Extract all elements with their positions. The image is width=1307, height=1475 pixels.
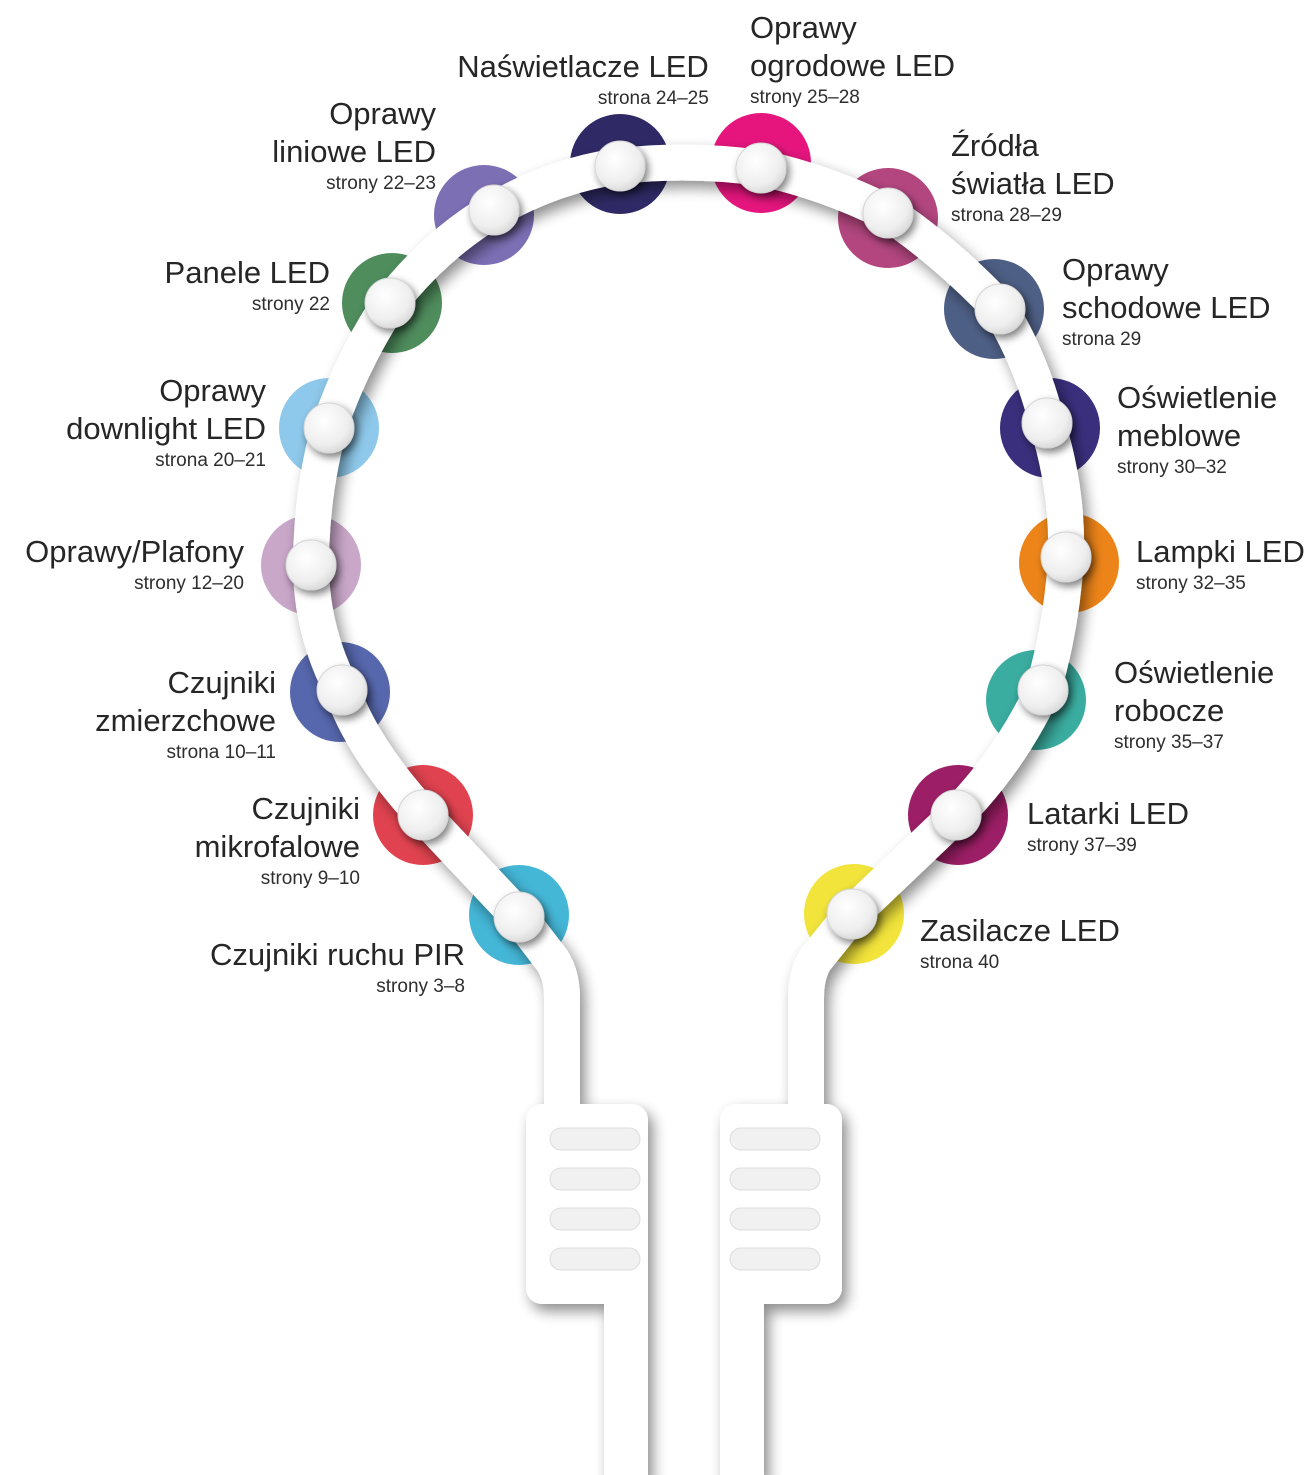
track-knobs xyxy=(285,140,1092,1271)
oprawy-plafony-knob xyxy=(285,539,337,591)
latarki-led-knob xyxy=(930,789,982,841)
category-title-line: liniowe LED xyxy=(272,134,436,169)
base-ridge-right xyxy=(729,1167,821,1191)
oprawy-ogrodowe-knob xyxy=(735,142,787,194)
oswietlenie-meblowe-knob xyxy=(1021,397,1073,449)
category-title-line: Źródła xyxy=(951,128,1039,163)
base-ridge-right xyxy=(729,1127,821,1151)
base-ridge-right xyxy=(729,1247,821,1271)
category-pages: strony 25–28 xyxy=(750,87,860,108)
category-title-line: Panele LED xyxy=(164,255,330,290)
category-pages: strony 12–20 xyxy=(134,573,244,594)
oprawy-liniowe-knob xyxy=(468,184,520,236)
category-title-line: Lampki LED xyxy=(1136,534,1305,569)
oprawy-schodowe-knob xyxy=(974,283,1026,335)
latarki-led-label: Latarki LED strony 37–39 xyxy=(1027,795,1189,859)
category-title-line: robocze xyxy=(1114,693,1225,728)
category-pages: strony 22 xyxy=(251,294,330,315)
czujniki-zmierzchowe-knob xyxy=(316,664,368,716)
czujniki-mikrofalowe-knob xyxy=(397,789,449,841)
category-pages: strony 30–32 xyxy=(1117,457,1227,478)
category-title-line: downlight LED xyxy=(66,411,266,446)
category-dots xyxy=(261,113,1119,965)
bulb-pin-left xyxy=(604,1280,648,1475)
category-title-line: zmierzchowe xyxy=(95,703,276,738)
category-pages: strona 40 xyxy=(920,952,1000,973)
base-ridge-left xyxy=(549,1247,641,1271)
oprawy-plafony-label: Oprawy/Plafony strony 12–20 xyxy=(25,533,244,597)
category-title-line: Oświetlenie xyxy=(1114,655,1275,690)
category-title-line: Czujniki xyxy=(251,791,360,826)
lampki-led-label: Lampki LED strony 32–35 xyxy=(1136,533,1305,597)
base-ridge-left xyxy=(549,1127,641,1151)
zasilacze-led-knob xyxy=(826,888,878,940)
category-pages: strona 24–25 xyxy=(597,88,709,109)
czujniki-ruchu-pir-label: Czujniki ruchu PIR strony 3–8 xyxy=(210,936,465,1000)
category-pages: strony 3–8 xyxy=(376,976,465,997)
oprawy-downlight-knob xyxy=(303,402,355,454)
category-title-line: Naświetlacze LED xyxy=(457,49,709,84)
category-title-line: Latarki LED xyxy=(1027,796,1189,831)
category-title-line: Oprawy xyxy=(159,373,266,408)
category-title-line: Oprawy xyxy=(329,96,436,131)
category-pages: strona 20–21 xyxy=(155,450,266,471)
category-pages: strony 32–35 xyxy=(1136,573,1246,594)
base-ridge-left xyxy=(549,1167,641,1191)
bulb-neck-right xyxy=(788,896,870,1138)
panele-led-label: Panele LED strony 22 xyxy=(165,254,330,318)
lampki-led-knob xyxy=(1040,531,1092,583)
zrodla-swiatla-knob xyxy=(862,187,914,239)
category-title-line: Zasilacze LED xyxy=(920,913,1120,948)
zasilacze-led-label: Zasilacze LED strona 40 xyxy=(920,912,1120,976)
category-title-line: Oprawy xyxy=(750,10,857,45)
category-pages: strony 35–37 xyxy=(1114,732,1224,753)
category-title-line: Oświetlenie xyxy=(1117,380,1278,415)
czujniki-ruchu-pir-knob xyxy=(493,891,545,943)
category-title-line: Czujniki xyxy=(167,665,276,700)
category-pages: strona 29 xyxy=(1062,329,1142,350)
category-title-line: meblowe xyxy=(1117,418,1242,453)
category-title-line: schodowe LED xyxy=(1062,290,1271,325)
oswietlenie-robocze-knob xyxy=(1017,664,1069,716)
category-pages: strony 22–23 xyxy=(326,173,436,194)
category-pages: strona 10–11 xyxy=(166,742,276,763)
category-pages: strony 37–39 xyxy=(1027,835,1137,856)
category-pages: strony 9–10 xyxy=(260,868,360,889)
category-title-line: światła LED xyxy=(951,166,1115,201)
naswietlacze-label: Naświetlacze LED strona 24–25 xyxy=(457,48,709,112)
base-ridge-left xyxy=(549,1207,641,1231)
category-title-line: Oprawy xyxy=(1062,252,1169,287)
naswietlacze-knob xyxy=(594,140,646,192)
category-title-line: Oprawy/Plafony xyxy=(25,534,244,569)
bulb-neck-left xyxy=(501,899,580,1138)
category-title-line: ogrodowe LED xyxy=(750,48,956,83)
category-title-line: Czujniki ruchu PIR xyxy=(210,937,465,972)
panele-led-knob xyxy=(364,277,416,329)
bulb-pin-right xyxy=(720,1280,764,1475)
category-pages: strona 28–29 xyxy=(951,205,1062,226)
category-title-line: mikrofalowe xyxy=(194,829,360,864)
base-ridge-right xyxy=(729,1207,821,1231)
